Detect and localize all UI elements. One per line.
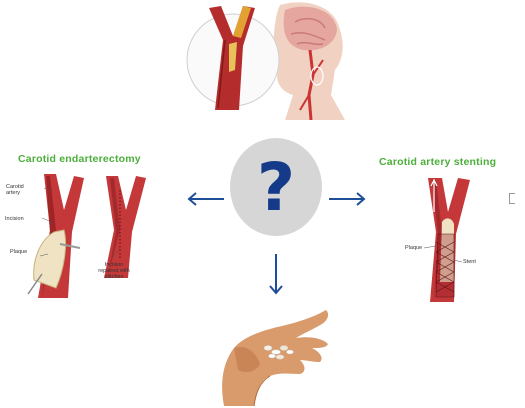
question-mark: ? bbox=[230, 140, 322, 236]
label-incision-repaired: Incision repaired with stitches bbox=[94, 262, 134, 280]
head-neck-arteries-illustration bbox=[271, 2, 345, 120]
stent-mesh bbox=[436, 234, 454, 297]
arrow-left bbox=[186, 192, 226, 206]
opened-artery-illustration bbox=[28, 174, 84, 298]
endarterectomy-illustration bbox=[20, 170, 170, 300]
label-stent: Stent bbox=[463, 259, 476, 265]
arrow-right bbox=[327, 192, 367, 206]
edge-glyph bbox=[509, 193, 515, 204]
right-title: Carotid artery stenting bbox=[379, 156, 496, 168]
label-carotid-artery: Carotid artery bbox=[6, 184, 34, 196]
arrow-down bbox=[268, 252, 284, 296]
label-plaque-left: Plaque bbox=[10, 249, 27, 255]
artery-plaque-illustration bbox=[187, 6, 279, 110]
top-illustration bbox=[185, 0, 355, 120]
pills-in-hand-illustration bbox=[216, 300, 336, 408]
label-plaque-right: Plaque bbox=[405, 245, 422, 251]
left-title: Carotid endarterectomy bbox=[18, 153, 141, 165]
label-incision: Incision bbox=[5, 216, 24, 222]
stenting-illustration bbox=[400, 172, 490, 307]
